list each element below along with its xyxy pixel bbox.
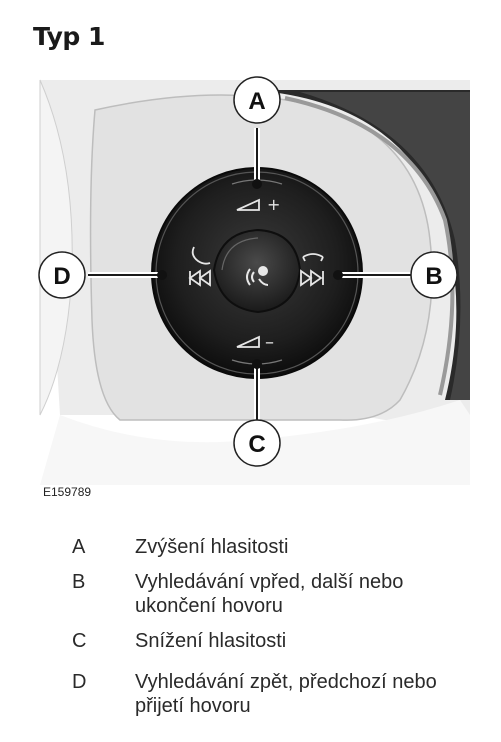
callout-c-label: C (248, 431, 265, 458)
steering-wheel-control-illustration: + – (0, 70, 501, 485)
callout-c: C (233, 419, 281, 467)
callout-a: A (233, 76, 281, 124)
legend-key: D (72, 671, 87, 693)
section-title: Typ 1 (33, 22, 105, 51)
legend-text: Snížení hlasitosti (135, 630, 287, 652)
legend-key: C (72, 630, 87, 652)
volume-down-icon: – (236, 332, 274, 353)
figure-id: E159789 (43, 485, 92, 499)
volume-up-icon: + (236, 195, 280, 214)
seek-forward-end-call-icon (300, 253, 324, 287)
legend-text: Vyhledávání vpřed, další nebo ukončení h… (135, 571, 404, 617)
legend-text: Zvýšení hlasitosti (135, 536, 289, 558)
callout-a-label: A (248, 88, 265, 115)
svg-text:–: – (265, 332, 274, 353)
legend-key: B (72, 571, 86, 593)
bezel-highlight (284, 96, 455, 396)
legend-text: Vyhledávání zpět, předchozí nebo přijetí… (135, 671, 437, 717)
svg-text:+: + (267, 195, 280, 214)
callout-d-label: D (53, 263, 70, 290)
bezel-grey-band (300, 92, 470, 400)
center-button (212, 228, 302, 314)
callout-d: D (38, 251, 86, 299)
legend-key: A (72, 536, 86, 558)
voice-command-icon (246, 266, 269, 286)
callout-b-label: B (425, 263, 442, 290)
callout-b: B (410, 251, 458, 299)
seek-back-accept-call-icon (188, 246, 211, 287)
